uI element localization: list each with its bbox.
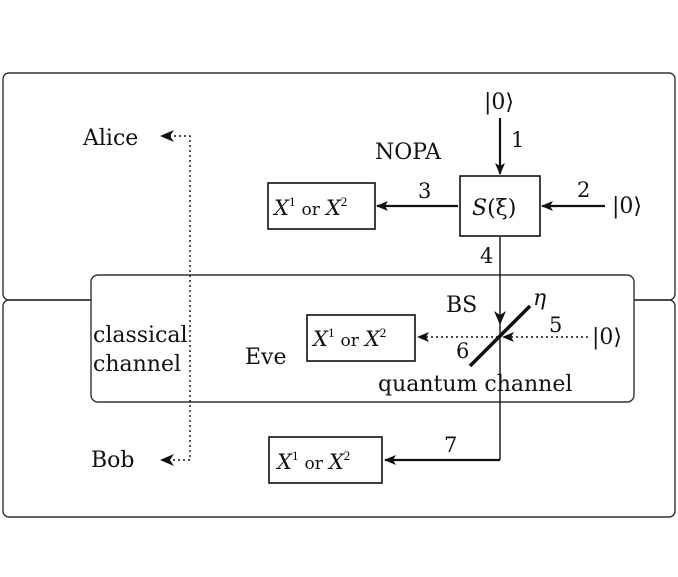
alice-label: Alice (82, 126, 138, 151)
mode-3-label: 3 (418, 179, 431, 203)
eta-label: η (533, 286, 546, 311)
squeezer-operator: S(ξ) (472, 196, 516, 221)
eve-measurement-box (306, 314, 416, 362)
classical-channel-label-1: classical (93, 323, 188, 348)
arrow-to-bob-icon (160, 454, 174, 466)
mode-5-label: 5 (549, 313, 562, 337)
mode-6-arrow-icon (417, 332, 429, 342)
eve-label: Eve (245, 345, 287, 370)
bob-measurement-box (268, 436, 383, 484)
beamsplitter-icon (468, 304, 532, 368)
mode-4-arrow-icon (494, 311, 506, 325)
mode-5-arrow-icon (502, 332, 514, 342)
arrow-to-alice-icon (160, 130, 174, 142)
bs-label: BS (446, 293, 477, 318)
quantum-channel-label: quantum channel (378, 372, 572, 397)
squeezer-box (459, 175, 541, 237)
mode-4-label: 4 (480, 244, 493, 268)
vacuum-input-5: |0⟩ (592, 325, 622, 350)
mode-7-label: 7 (444, 433, 457, 457)
vacuum-input-1: |0⟩ (484, 90, 514, 115)
mode-1-label: 1 (511, 128, 524, 152)
nopa-label: NOPA (375, 140, 442, 165)
mode-2-label: 2 (577, 178, 590, 202)
classical-channel-label-2: channel (93, 352, 181, 377)
alice-measurement-box (267, 182, 376, 230)
mode-6-label: 6 (456, 339, 469, 363)
vacuum-input-2: |0⟩ (612, 194, 642, 219)
bob-label: Bob (91, 448, 135, 473)
